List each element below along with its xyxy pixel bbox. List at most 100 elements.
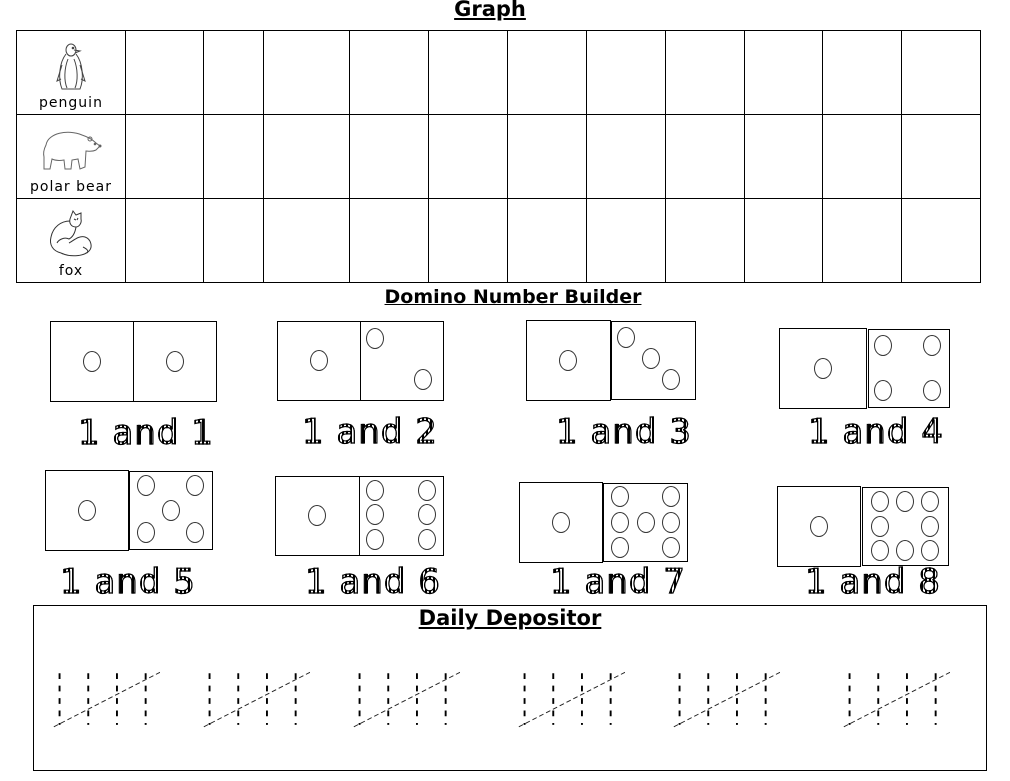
graph-cell[interactable] bbox=[125, 114, 204, 199]
domino-right-half bbox=[611, 321, 696, 400]
graph-cell[interactable] bbox=[744, 114, 823, 199]
daily-depositor-box bbox=[33, 605, 987, 771]
graph-cell[interactable] bbox=[901, 30, 981, 115]
animal-label: fox bbox=[58, 263, 84, 279]
domino-pip bbox=[161, 499, 180, 521]
domino-left-half bbox=[275, 476, 360, 556]
domino-right-half bbox=[862, 487, 949, 566]
domino-right-half bbox=[603, 483, 688, 562]
graph-cell[interactable] bbox=[125, 198, 204, 283]
graph-cell[interactable] bbox=[203, 114, 264, 199]
graph-cell[interactable] bbox=[349, 114, 429, 199]
domino-pip bbox=[309, 350, 328, 371]
domino-pip bbox=[870, 491, 889, 513]
domino-pip bbox=[165, 350, 184, 372]
tally-group-trace bbox=[673, 671, 780, 728]
domino-pip bbox=[636, 511, 655, 533]
domino-builder-title: Domino Number Builder bbox=[384, 286, 642, 308]
graph-cell[interactable] bbox=[507, 30, 587, 115]
domino-right-half bbox=[129, 471, 213, 550]
domino-pip bbox=[365, 504, 384, 526]
graph-cell[interactable] bbox=[203, 30, 264, 115]
domino-pip bbox=[185, 475, 204, 497]
domino-pip bbox=[809, 515, 828, 537]
domino-pip bbox=[82, 350, 101, 372]
domino-trace-label: 1 and 8 bbox=[804, 562, 941, 602]
domino-pip bbox=[874, 334, 893, 356]
domino-pip bbox=[365, 328, 384, 350]
domino-pip bbox=[616, 326, 635, 348]
graph-cell[interactable] bbox=[263, 198, 350, 283]
domino-pip bbox=[921, 491, 940, 513]
domino-pip bbox=[137, 475, 156, 497]
daily-depositor-title: Daily Depositor bbox=[418, 606, 602, 630]
domino-pip bbox=[870, 515, 889, 537]
graph-cell[interactable] bbox=[665, 114, 745, 199]
animal-label: penguin bbox=[39, 95, 103, 111]
graph-cell[interactable] bbox=[507, 198, 587, 283]
graph-row: penguin bbox=[16, 30, 981, 115]
graph-cell[interactable] bbox=[349, 198, 429, 283]
graph-cell[interactable] bbox=[586, 30, 666, 115]
domino-left-half bbox=[779, 328, 867, 409]
graph-cell[interactable] bbox=[744, 30, 823, 115]
graph-cell[interactable] bbox=[428, 114, 508, 199]
penguin-icon bbox=[17, 41, 125, 95]
domino-trace-text: 1 and 1 bbox=[77, 413, 214, 453]
domino-pip bbox=[923, 334, 942, 356]
domino-trace-text: 1 and 2 bbox=[301, 412, 438, 452]
graph-cell[interactable] bbox=[901, 114, 981, 199]
graph-cell[interactable] bbox=[586, 198, 666, 283]
graph-cell[interactable] bbox=[822, 198, 902, 283]
graph-cell[interactable] bbox=[263, 114, 350, 199]
graph-title: Graph bbox=[454, 0, 526, 21]
domino-pip bbox=[642, 347, 661, 369]
domino-right-half bbox=[360, 321, 444, 401]
domino-pip bbox=[365, 528, 384, 550]
graph-cell[interactable] bbox=[125, 30, 204, 115]
graph-cell[interactable] bbox=[507, 114, 587, 199]
domino-trace-text: 1 and 8 bbox=[804, 562, 941, 602]
domino-left-half bbox=[45, 470, 129, 551]
graph-cell[interactable] bbox=[428, 30, 508, 115]
graph-cell[interactable] bbox=[586, 114, 666, 199]
tally-group-trace bbox=[518, 671, 625, 728]
domino-trace-label: 1 and 5 bbox=[59, 562, 196, 602]
graph-cell[interactable] bbox=[822, 30, 902, 115]
graph-cell[interactable] bbox=[665, 198, 745, 283]
domino-pip bbox=[921, 539, 940, 561]
domino-pip bbox=[896, 539, 914, 561]
graph-cell[interactable] bbox=[263, 30, 350, 115]
domino-pip bbox=[308, 505, 326, 526]
graph-cell[interactable] bbox=[349, 30, 429, 115]
domino-pip bbox=[418, 528, 437, 550]
domino-trace-label: 1 and 1 bbox=[77, 413, 214, 453]
graph-cell[interactable] bbox=[822, 114, 902, 199]
graph-cell[interactable] bbox=[744, 198, 823, 283]
graph-cell[interactable] bbox=[901, 198, 981, 283]
domino-pip bbox=[923, 380, 942, 402]
graph-cell[interactable] bbox=[428, 198, 508, 283]
domino-trace-text: 1 and 7 bbox=[549, 562, 686, 602]
domino-pip bbox=[611, 486, 630, 508]
domino-pip bbox=[611, 511, 630, 533]
domino-pip bbox=[414, 369, 433, 391]
domino-pip bbox=[874, 380, 893, 402]
domino-trace-label: 1 and 7 bbox=[549, 562, 686, 602]
domino-pip bbox=[137, 522, 156, 544]
domino-pip bbox=[611, 536, 630, 558]
domino-pip bbox=[662, 536, 681, 558]
graph-cell[interactable] bbox=[203, 198, 264, 283]
domino-pip bbox=[813, 357, 832, 379]
domino-trace-label: 1 and 3 bbox=[555, 412, 692, 452]
polar-bear-icon bbox=[17, 127, 125, 179]
domino-trace-text: 1 and 3 bbox=[555, 412, 692, 452]
domino-right-half bbox=[133, 321, 217, 402]
domino-left-half bbox=[277, 321, 361, 401]
graph-cell[interactable] bbox=[665, 30, 745, 115]
domino-pip bbox=[365, 479, 384, 501]
domino-pip bbox=[662, 511, 681, 533]
domino-trace-text: 1 and 5 bbox=[59, 562, 196, 602]
domino-right-half bbox=[359, 476, 444, 556]
